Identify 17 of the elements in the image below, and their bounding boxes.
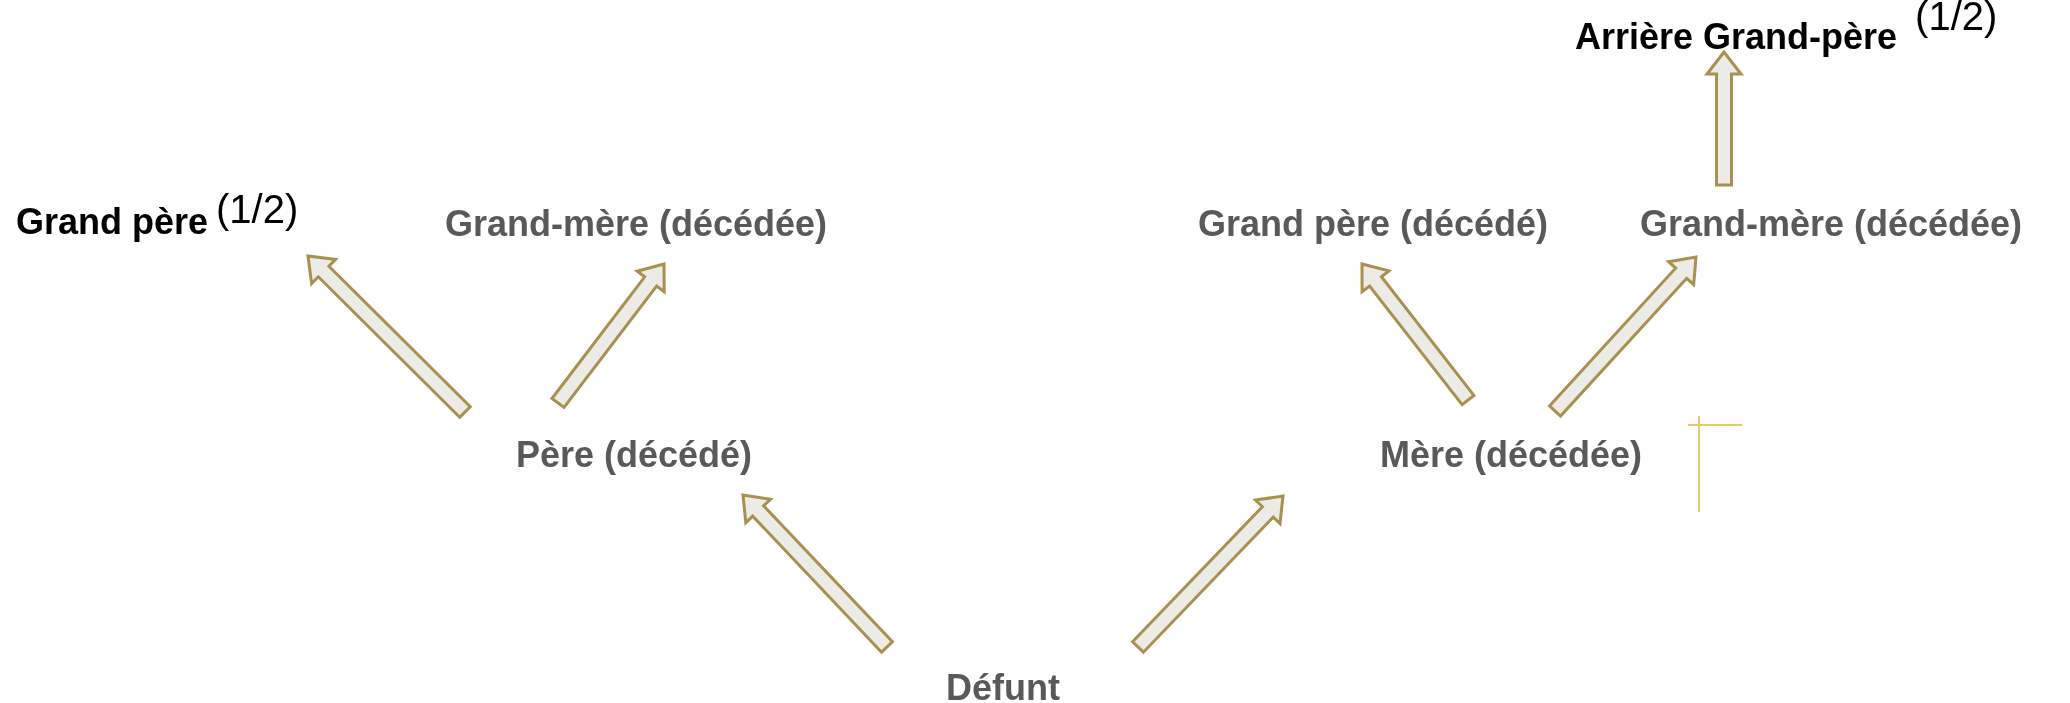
person-label: Défunt bbox=[946, 667, 1060, 703]
block-arrow bbox=[1703, 49, 1745, 187]
person-label: Grand père bbox=[15, 201, 209, 243]
person-label: Grand-mère (décédée) bbox=[444, 203, 828, 245]
block-arrow bbox=[1130, 494, 1285, 655]
person-label: Père (décédé) bbox=[515, 434, 753, 476]
person-label: Grand père (décédé) bbox=[1197, 203, 1549, 245]
person-label: Arrière Grand-père bbox=[1574, 16, 1898, 58]
fraction-label: (1/2) bbox=[216, 187, 299, 232]
person-label: Mère (décédée) bbox=[1379, 434, 1643, 476]
block-arrow bbox=[549, 262, 666, 410]
block-arrow bbox=[1547, 255, 1698, 419]
fraction-label: (1/2) bbox=[1915, 0, 1998, 39]
person-label: Grand-mère (décédée) bbox=[1639, 203, 2023, 245]
block-arrow bbox=[306, 254, 473, 420]
block-arrow bbox=[741, 493, 895, 655]
block-arrow bbox=[1360, 262, 1476, 407]
